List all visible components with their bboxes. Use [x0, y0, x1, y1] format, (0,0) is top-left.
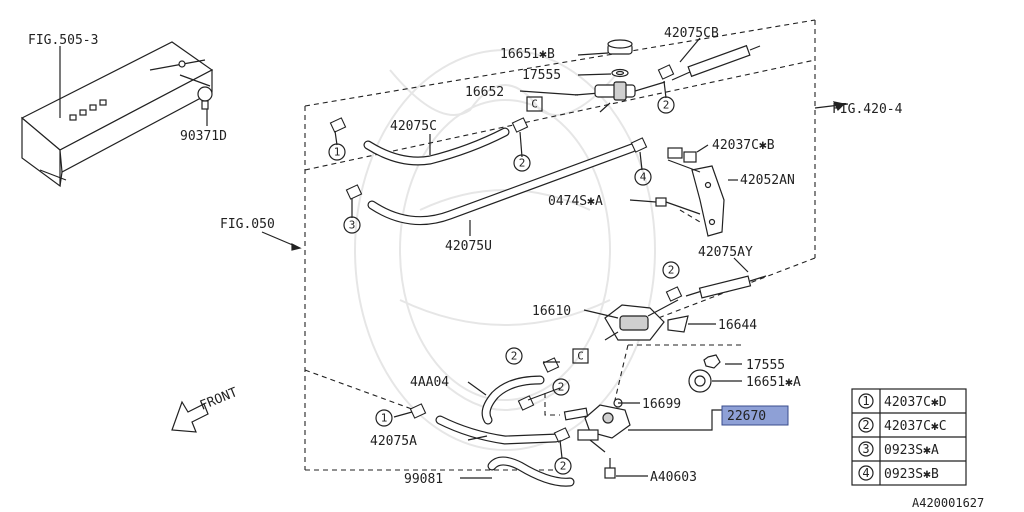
- label-fig-505-3[interactable]: FIG.505-3: [28, 33, 98, 48]
- nut-16651a: [688, 354, 721, 393]
- label-90371d[interactable]: 90371D: [180, 129, 227, 144]
- label-42037cb[interactable]: 42037C✱B: [712, 138, 775, 153]
- front-arrow: [171, 400, 209, 433]
- label-17555-top[interactable]: 17555: [522, 68, 561, 83]
- callout-3: 3: [343, 216, 361, 234]
- ref-box-c-top: C: [526, 96, 543, 112]
- label-16651a[interactable]: 16651✱A: [746, 375, 801, 390]
- legend-row-3: 3 0923S✱A: [858, 441, 939, 458]
- pipe-42075cb: [671, 44, 761, 81]
- svg-text:0923S✱A: 0923S✱A: [884, 443, 939, 458]
- svg-text:3: 3: [349, 219, 356, 232]
- watermark-emblem: [354, 49, 656, 451]
- valve-22670-assembly: [563, 398, 631, 479]
- svg-text:2: 2: [558, 381, 565, 394]
- callout-4: 4: [634, 168, 652, 186]
- svg-text:1: 1: [334, 146, 341, 159]
- bracket-16644: [667, 315, 689, 333]
- label-42052an[interactable]: 42052AN: [740, 173, 795, 188]
- label-42075c[interactable]: 42075C: [390, 119, 437, 134]
- dashed-boundary-lines: [304, 19, 816, 471]
- svg-text:C: C: [577, 350, 584, 363]
- ref-box-c-bottom: C: [572, 348, 589, 364]
- label-a40603[interactable]: A40603: [650, 470, 697, 485]
- highlight-22670: [721, 405, 789, 426]
- pipe-42075ay: [685, 275, 767, 299]
- label-22670[interactable]: 22670: [727, 409, 766, 424]
- svg-text:2: 2: [862, 418, 869, 432]
- label-17555-bottom[interactable]: 17555: [746, 358, 785, 373]
- svg-text:3: 3: [862, 442, 869, 456]
- label-fig-050[interactable]: FIG.050: [220, 217, 275, 232]
- callout-2-upper: 2: [513, 154, 531, 172]
- legend-row-2: 2 42037C✱C: [858, 417, 947, 434]
- svg-text:2: 2: [511, 350, 518, 363]
- bracket-42052an: [691, 165, 725, 237]
- svg-text:4: 4: [862, 466, 869, 480]
- svg-text:1: 1: [862, 394, 869, 408]
- svg-text:2: 2: [663, 99, 670, 112]
- bolt-0474sa: [655, 197, 701, 223]
- hose-42075a: [435, 415, 561, 445]
- callout-2-4aa04: 2: [505, 347, 523, 365]
- hose-42075u: [367, 143, 637, 226]
- label-16652[interactable]: 16652: [465, 85, 504, 100]
- label-fig-420-4[interactable]: FIG.420-4: [832, 102, 903, 117]
- hose-4aa04: [481, 375, 545, 425]
- label-16699[interactable]: 16699: [642, 397, 681, 412]
- svg-text:42037C✱C: 42037C✱C: [884, 419, 947, 434]
- callout-2-top: 2: [657, 96, 675, 114]
- callout-2-ay: 2: [662, 261, 680, 279]
- label-42075cb[interactable]: 42075CB: [664, 26, 719, 41]
- label-42075ay[interactable]: 42075AY: [698, 245, 753, 260]
- label-99081[interactable]: 99081: [404, 472, 443, 487]
- label-4aa04[interactable]: 4AA04: [410, 375, 449, 390]
- svg-text:0923S✱B: 0923S✱B: [884, 467, 939, 482]
- svg-text:4: 4: [640, 171, 647, 184]
- label-16610[interactable]: 16610: [532, 304, 571, 319]
- canister-16610: [604, 299, 679, 341]
- hose-42075c: [363, 127, 510, 166]
- svg-text:2: 2: [560, 460, 567, 473]
- leader-lines: [59, 37, 849, 479]
- svg-text:42037C✱D: 42037C✱D: [884, 395, 947, 410]
- diagram-code: A420001627: [912, 496, 984, 510]
- legend-row-4: 4 0923S✱B: [858, 465, 939, 482]
- legend-table: 1 42037C✱D 2 42037C✱C 3 0923S✱A 4 0923S✱…: [851, 388, 967, 486]
- label-0474sa[interactable]: 0474S✱A: [548, 194, 603, 209]
- callout-2-lower: 2: [554, 457, 572, 475]
- legend-row-1: 1 42037C✱D: [858, 393, 947, 410]
- label-16644[interactable]: 16644: [718, 318, 757, 333]
- svg-text:1: 1: [381, 412, 388, 425]
- label-16651b[interactable]: 16651✱B: [500, 47, 555, 62]
- svg-text:2: 2: [519, 157, 526, 170]
- callout-1-lower: 1: [375, 409, 393, 427]
- svg-text:C: C: [531, 98, 538, 111]
- callout-2-mid: 2: [552, 378, 570, 396]
- hose-99081: [487, 456, 575, 487]
- body-frame-member: [20, 41, 214, 188]
- valve-assembly-16652: [574, 39, 666, 113]
- rivet-90371d: [197, 86, 213, 110]
- label-42075u[interactable]: 42075U: [445, 239, 492, 254]
- label-42075a[interactable]: 42075A: [370, 434, 417, 449]
- svg-text:2: 2: [668, 264, 675, 277]
- label-front: FRONT: [198, 385, 240, 414]
- callout-1-upper: 1: [328, 143, 346, 161]
- clamp-42037cb: [667, 147, 701, 173]
